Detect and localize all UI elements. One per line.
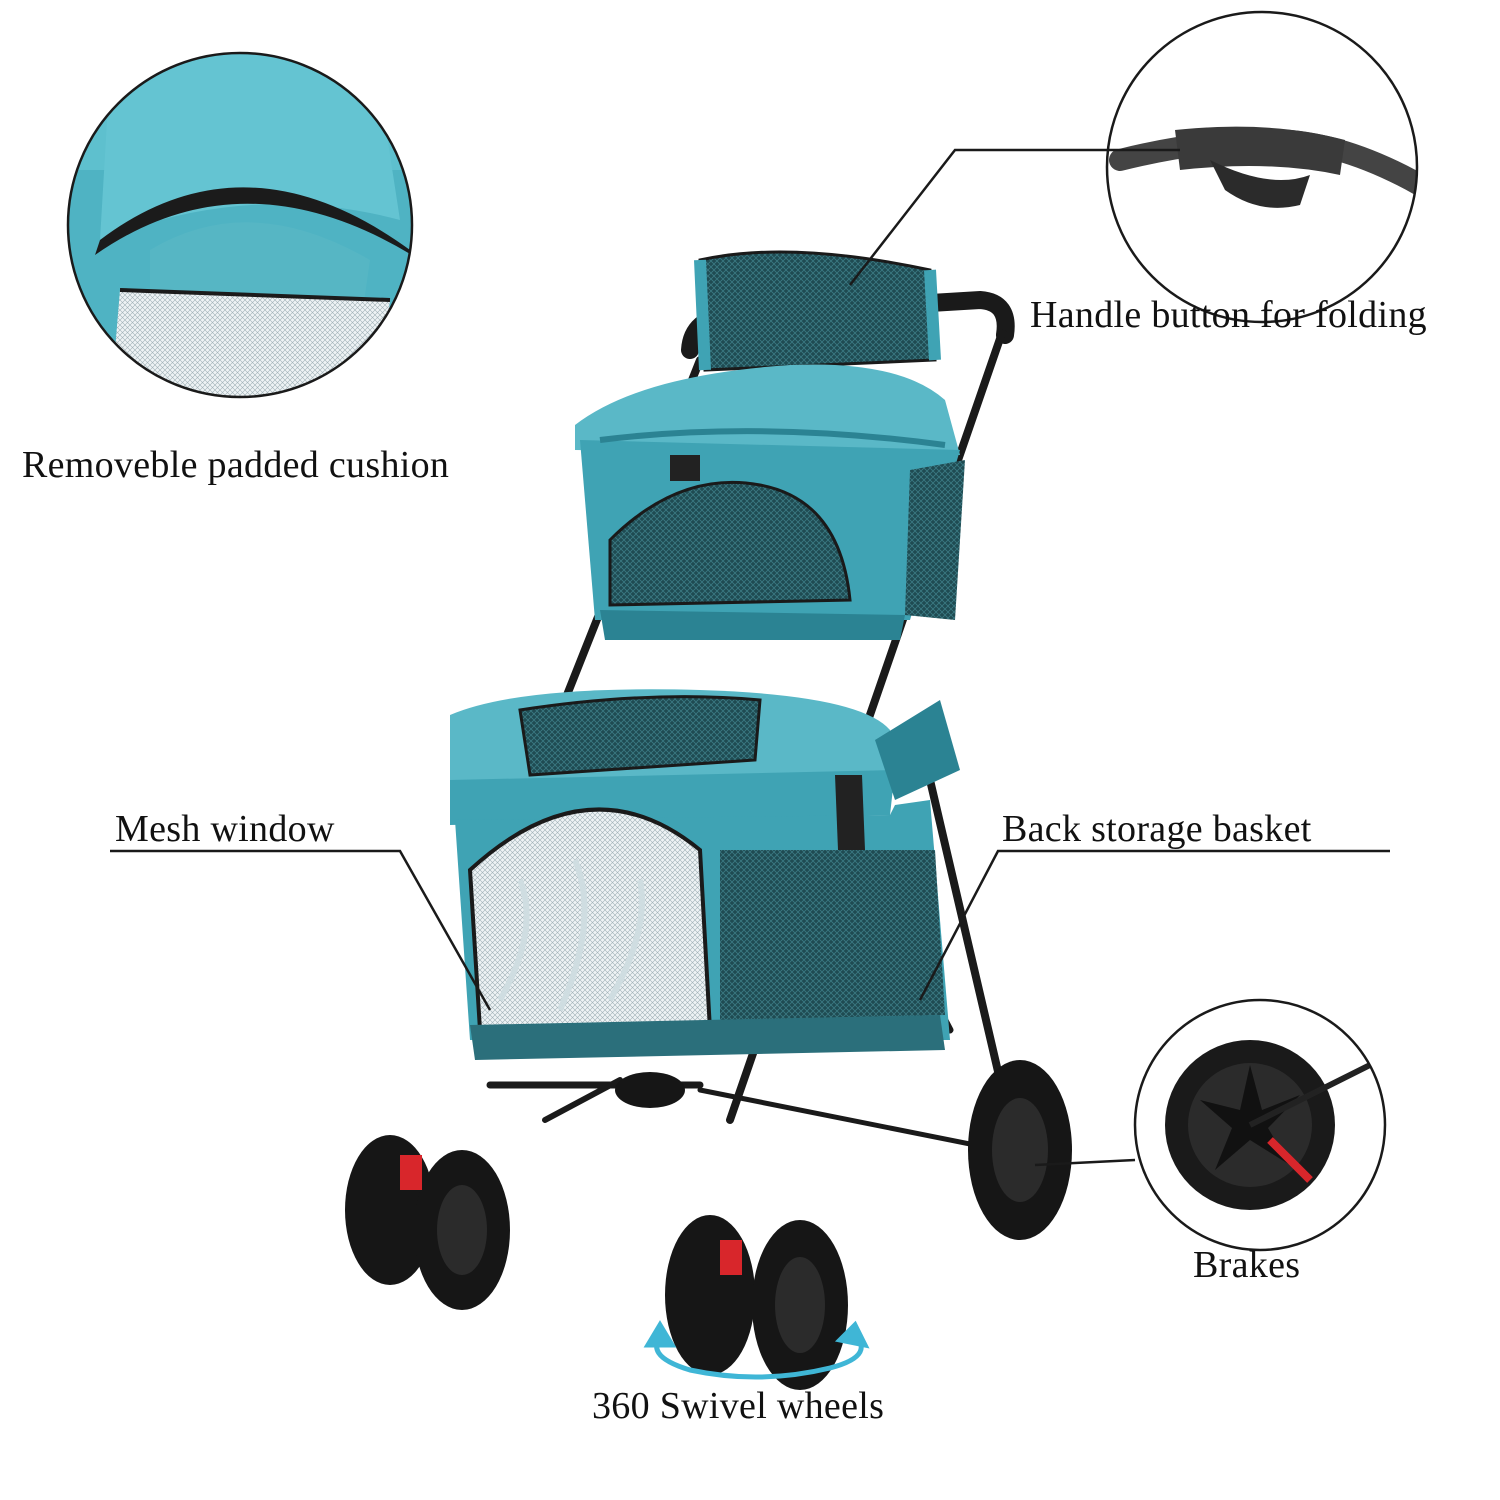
brakes-leader <box>1034 1158 1136 1167</box>
swivel-arrow-icon <box>643 1320 870 1380</box>
label-mesh-window: Mesh window <box>115 808 335 850</box>
brakes-detail-circle <box>1133 998 1387 1252</box>
pet-stroller <box>345 250 1072 1390</box>
callout-lines <box>110 148 1390 1167</box>
back-wheel <box>968 1060 1072 1240</box>
mesh-underline <box>110 849 492 1011</box>
label-brakes: Brakes <box>1193 1244 1301 1286</box>
label-handle-button: Handle button for folding <box>1030 294 1427 336</box>
handle-detail-circle <box>1105 10 1419 324</box>
label-removable-cushion: Removeble padded cushion <box>22 444 450 486</box>
front-left-wheels <box>345 1135 510 1310</box>
label-swivel-wheels: 360 Swivel wheels <box>592 1385 885 1427</box>
basket-underline <box>918 849 1390 1001</box>
upper-carrier <box>575 250 965 640</box>
rear-hidden-wheel <box>615 1072 685 1108</box>
label-back-storage-basket: Back storage basket <box>1002 808 1312 850</box>
handle-leader <box>849 148 1180 286</box>
lower-carrier <box>450 689 960 1060</box>
cushion-detail-circle <box>66 51 414 399</box>
front-right-wheels <box>665 1215 848 1390</box>
